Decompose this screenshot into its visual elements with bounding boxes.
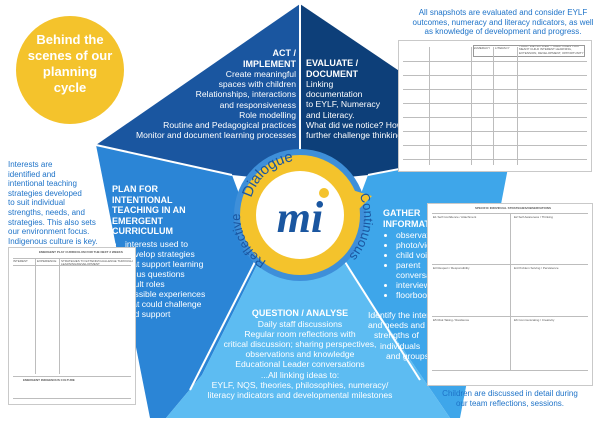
plan-bullet: interests used to develop strategies tha…	[125, 239, 234, 269]
plan-text: PLAN FOR INTENTIONAL TEACHING IN AN EMER…	[112, 184, 234, 319]
question-line: ...All linking ideas to:	[260, 369, 340, 380]
question-line: Regular room reflections with	[244, 328, 356, 339]
gather-line: individuals	[380, 340, 421, 351]
plan-bullet: adult roles	[125, 279, 234, 289]
note-left: Interests are identified and intentional…	[8, 160, 98, 246]
act-heading: ACT /	[272, 48, 297, 58]
act-line: Role modelling	[239, 109, 296, 120]
doc-col: INTEREST	[13, 259, 28, 263]
act-line: spaces with children	[218, 79, 296, 90]
logo-dot	[319, 188, 329, 198]
title-text: Behind the scenes of our planning cycle	[20, 32, 120, 96]
title-line: cycle	[53, 80, 87, 95]
gather-heading: GATHER	[383, 208, 421, 218]
evaluate-line: documentation	[306, 89, 363, 100]
plan-heading: EMERGENT	[112, 215, 164, 226]
gather-line: strengths of	[374, 330, 419, 341]
plan-segment	[96, 145, 262, 418]
question-line: observations and knowledge	[245, 349, 355, 360]
act-line: Create meaningful	[225, 69, 296, 79]
evaluate-line: to EYLF, Numeracy	[306, 99, 381, 110]
title-line: planning	[42, 64, 98, 79]
question-line: Educational Leader conversations	[235, 359, 365, 370]
question-segment	[166, 255, 450, 418]
emergent-plan-document: EMERGENT PLAY CURRICULUM FOR THE NEXT 2 …	[8, 247, 136, 405]
doc-col: EXPERIENCE	[37, 259, 57, 263]
doc-subtitle: EMERGENT INDIGENOUS CULTURE	[23, 378, 75, 382]
gather-heading: INFORMATION	[383, 218, 446, 229]
title-line: scenes of our	[27, 48, 113, 63]
gather-bullet: parent conversations	[396, 260, 483, 280]
question-line: critical discussion; sharing perspective…	[223, 338, 377, 349]
act-heading: IMPLEMENT	[243, 58, 296, 69]
evaluate-line: What did we notice? How can we	[306, 119, 433, 130]
evaluate-heading: EVALUATE /	[306, 58, 359, 68]
act-line: Monitor and document learning processes	[135, 130, 296, 141]
evaluate-line: further challenge thinking/development.	[306, 130, 457, 141]
doc-header: LITERACY	[495, 46, 510, 50]
plan-bullet: possible experiences that could challeng…	[125, 289, 234, 319]
question-line: EYLF, NQS, theories, philosophies, numer…	[211, 379, 389, 390]
doc-col: STRATEGIES TO EXTEND/CHALLENGE THROUGH L…	[61, 259, 133, 266]
evaluate-line: and Literacy.	[306, 109, 355, 120]
act-text: ACT / IMPLEMENT Create meaningful spaces…	[118, 48, 296, 140]
question-line: Daily staff discussions	[257, 318, 343, 329]
question-heading: QUESTION / ANALYSE	[251, 308, 349, 318]
gather-bullet: photo/video	[396, 240, 483, 250]
question-line: literacy indicators and developmental mi…	[207, 389, 393, 400]
plan-heading: TEACHING IN AN	[112, 205, 186, 215]
gather-text: GATHER INFORMATION observations photo/vi…	[383, 208, 483, 300]
note-top-right: All snapshots are evaluated and consider…	[412, 8, 594, 37]
plan-heading: INTENTIONAL	[112, 194, 173, 205]
mi-logo: mi	[277, 193, 324, 242]
doc-title: EMERGENT PLAY CURRICULUM FOR THE NEXT 2 …	[39, 250, 123, 254]
act-line: Routine and Pedagogical practices	[163, 120, 296, 131]
act-segment	[96, 4, 300, 182]
doc-header: NUMERACY	[473, 46, 491, 50]
act-line: and responsiveness	[219, 99, 296, 110]
evaluate-line: Linking	[306, 79, 334, 89]
note-bottom-right: Children are discussed in detail during …	[442, 389, 578, 408]
question-text: QUESTION / ANALYSE Daily staff discussio…	[180, 308, 420, 400]
gather-line: and groups	[386, 350, 430, 361]
gather-bullet: observations	[396, 230, 483, 240]
individual-strategies-document: SPECIFIC INDIVIDUAL STRATEGIES/OBSERVATI…	[427, 203, 593, 386]
title-circle	[16, 16, 124, 124]
snapshot-document: NUMERACY LITERACY TODAY WE NOTICED ... W…	[398, 40, 592, 172]
gather-bullet: child voice	[396, 250, 483, 260]
doc-item: E5 Risk Taking / Resilience	[433, 318, 470, 322]
doc-item: E6 Communicating / Creativity	[514, 318, 555, 322]
gather-bullet: floorbook	[396, 290, 483, 300]
doc-item: E4 Problem Solving / Persistence	[514, 266, 559, 270]
gather-line: and needs and	[368, 320, 425, 331]
act-line: Relationships, interactions	[195, 89, 296, 100]
center-arrow	[352, 190, 372, 210]
gather-line: Identify the interests	[368, 310, 445, 320]
plan-heading: PLAN FOR	[112, 184, 158, 194]
plan-bullet: focus questions	[125, 269, 234, 279]
doc-item: E1 Self Confidence / Attachment	[433, 215, 477, 219]
evaluate-text: EVALUATE / DOCUMENT Linking documentatio…	[306, 58, 484, 140]
doc-header: TODAY WE NOTICED ... WHAT DOES THIS MEAN…	[519, 44, 584, 55]
gather-summary: Identify the interests and needs and str…	[368, 310, 468, 361]
plan-heading: CURRICULUM	[112, 226, 173, 236]
gather-bullet: interviews	[396, 280, 483, 290]
title-line: Behind the	[36, 32, 104, 47]
doc-item: E2 Self Awareness / Thinking	[514, 215, 553, 219]
doc-title: SPECIFIC INDIVIDUAL STRATEGIES/OBSERVATI…	[475, 206, 551, 210]
doc-item: E3 Respect / Responsibility	[433, 266, 470, 270]
evaluate-heading: DOCUMENT	[306, 68, 358, 79]
